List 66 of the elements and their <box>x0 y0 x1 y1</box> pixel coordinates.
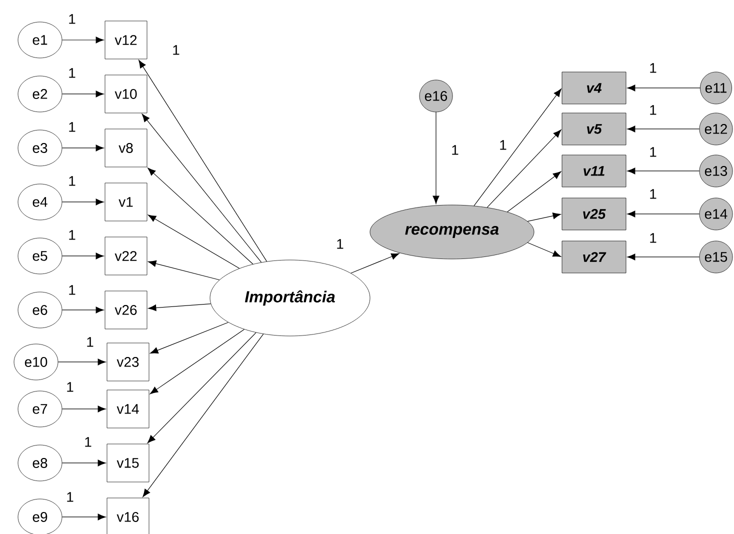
arrow <box>147 332 256 444</box>
observed-variable-box: v27 <box>562 240 626 274</box>
arrow <box>62 36 104 44</box>
observed-variable-box: v10 <box>104 74 148 114</box>
arrow <box>474 88 562 206</box>
observed-variable-box: v15 <box>106 444 150 482</box>
edge-label: 1 <box>85 336 95 348</box>
observed-variable-box: v8 <box>104 128 148 168</box>
observed-variable-box: v23 <box>106 342 150 382</box>
arrow <box>62 144 104 152</box>
observed-variable-box: v5 <box>562 112 626 146</box>
edge-label: 1 <box>648 146 658 158</box>
arrow <box>432 112 440 204</box>
arrow <box>486 130 562 208</box>
arrow <box>138 60 268 262</box>
observed-variable-box: v14 <box>106 390 150 428</box>
arrow <box>150 329 245 394</box>
arrow <box>627 254 700 260</box>
observed-variable-box: v11 <box>562 154 626 188</box>
edge-label: 1 <box>335 238 345 250</box>
arrow <box>58 358 106 366</box>
edge-label: 1 <box>83 436 93 448</box>
edge-label: 1 <box>171 44 181 56</box>
arrow <box>527 212 561 222</box>
observed-variable-box: v12 <box>104 20 148 60</box>
edge-label: 1 <box>498 139 508 151</box>
edge-label: 1 <box>65 381 75 393</box>
edge-label: 1 <box>67 284 77 296</box>
edge-label: 1 <box>648 104 658 116</box>
arrow <box>62 90 104 98</box>
arrow <box>148 303 212 312</box>
arrow <box>142 114 262 263</box>
arrow <box>62 514 106 520</box>
edge-label: 1 <box>67 13 77 25</box>
edge-label: 1 <box>67 229 77 241</box>
observed-variable-box: v26 <box>104 290 148 330</box>
observed-variable-box: v1 <box>104 182 148 222</box>
observed-variable-box: v4 <box>562 72 626 104</box>
arrow <box>62 252 104 260</box>
observed-variable-box: v25 <box>562 198 626 230</box>
edge-label: 1 <box>67 121 77 133</box>
arrow <box>627 84 700 92</box>
edge-label: 1 <box>65 491 75 503</box>
edge-label: 1 <box>67 175 77 187</box>
arrow <box>62 406 106 412</box>
arrow <box>627 168 700 174</box>
arrow <box>527 242 561 257</box>
arrow <box>148 260 220 280</box>
observed-variable-box: v22 <box>104 236 148 276</box>
edge-label: 1 <box>450 144 460 156</box>
arrow <box>148 214 240 269</box>
arrow <box>150 322 229 354</box>
arrow <box>142 334 264 498</box>
edge-label: 1 <box>648 62 658 74</box>
arrow <box>62 198 104 206</box>
observed-variable-box: v16 <box>106 498 150 534</box>
arrow <box>507 171 562 212</box>
edge-label: 1 <box>648 232 658 244</box>
arrow <box>62 460 106 466</box>
arrow <box>62 306 104 314</box>
edge-label: 1 <box>67 67 77 79</box>
arrow <box>627 126 700 132</box>
arrow <box>350 253 400 274</box>
edge-label: 1 <box>648 188 658 200</box>
arrow <box>627 210 700 218</box>
arrow <box>148 168 254 264</box>
